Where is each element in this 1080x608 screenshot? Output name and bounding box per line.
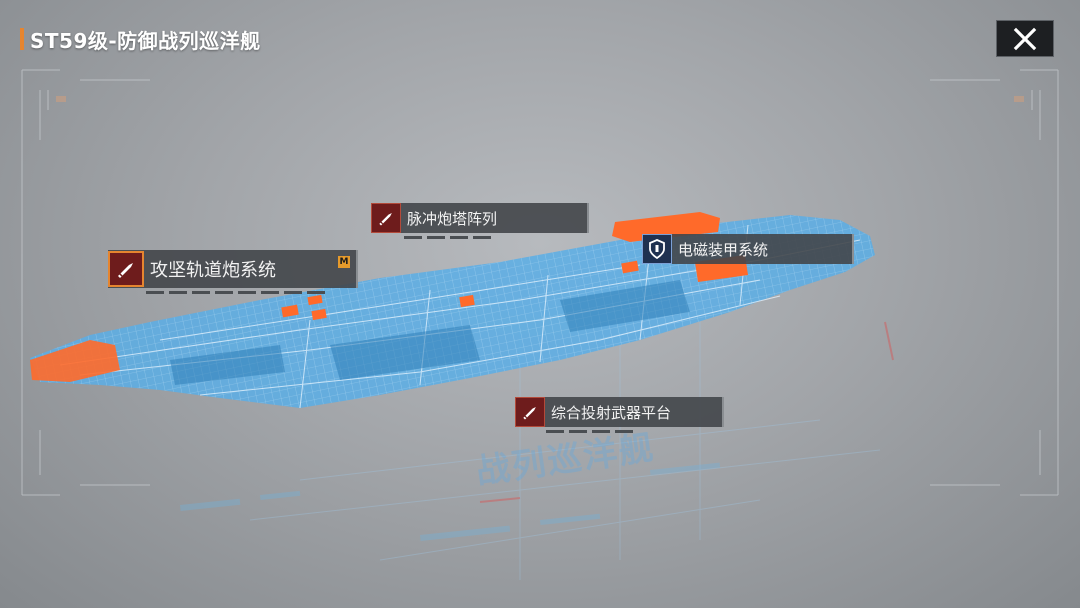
callout-railgun-underline xyxy=(146,291,325,294)
m-badge: M xyxy=(338,256,350,268)
page-title: ST59级-防御战列巡洋舰 xyxy=(30,28,261,53)
cannon-shell-icon xyxy=(371,203,401,233)
cannon-shell-icon xyxy=(108,251,144,287)
callout-pulse-turret[interactable]: 脉冲炮塔阵列 xyxy=(371,203,589,233)
title-accent xyxy=(20,28,24,50)
close-button[interactable] xyxy=(996,20,1054,57)
callout-railgun-system[interactable]: 攻坚轨道炮系统 M xyxy=(108,250,358,288)
callout-railgun-label: 攻坚轨道炮系统 xyxy=(150,260,276,281)
close-x-icon xyxy=(1013,27,1037,50)
title-bar: ST59级-防御战列巡洋舰 xyxy=(20,26,261,53)
callout-armor-label: 电磁装甲系统 xyxy=(678,240,769,259)
callout-platform-underline xyxy=(546,430,633,433)
callout-pulse-underline xyxy=(404,236,491,239)
callout-pulse-label: 脉冲炮塔阵列 xyxy=(407,209,498,228)
callout-armor-system[interactable]: 电磁装甲系统 xyxy=(642,234,854,264)
callout-platform-label: 综合投射武器平台 xyxy=(551,403,672,422)
shield-icon xyxy=(642,234,672,264)
callout-weapon-platform[interactable]: 综合投射武器平台 xyxy=(515,397,724,427)
cannon-shell-icon xyxy=(515,397,545,427)
